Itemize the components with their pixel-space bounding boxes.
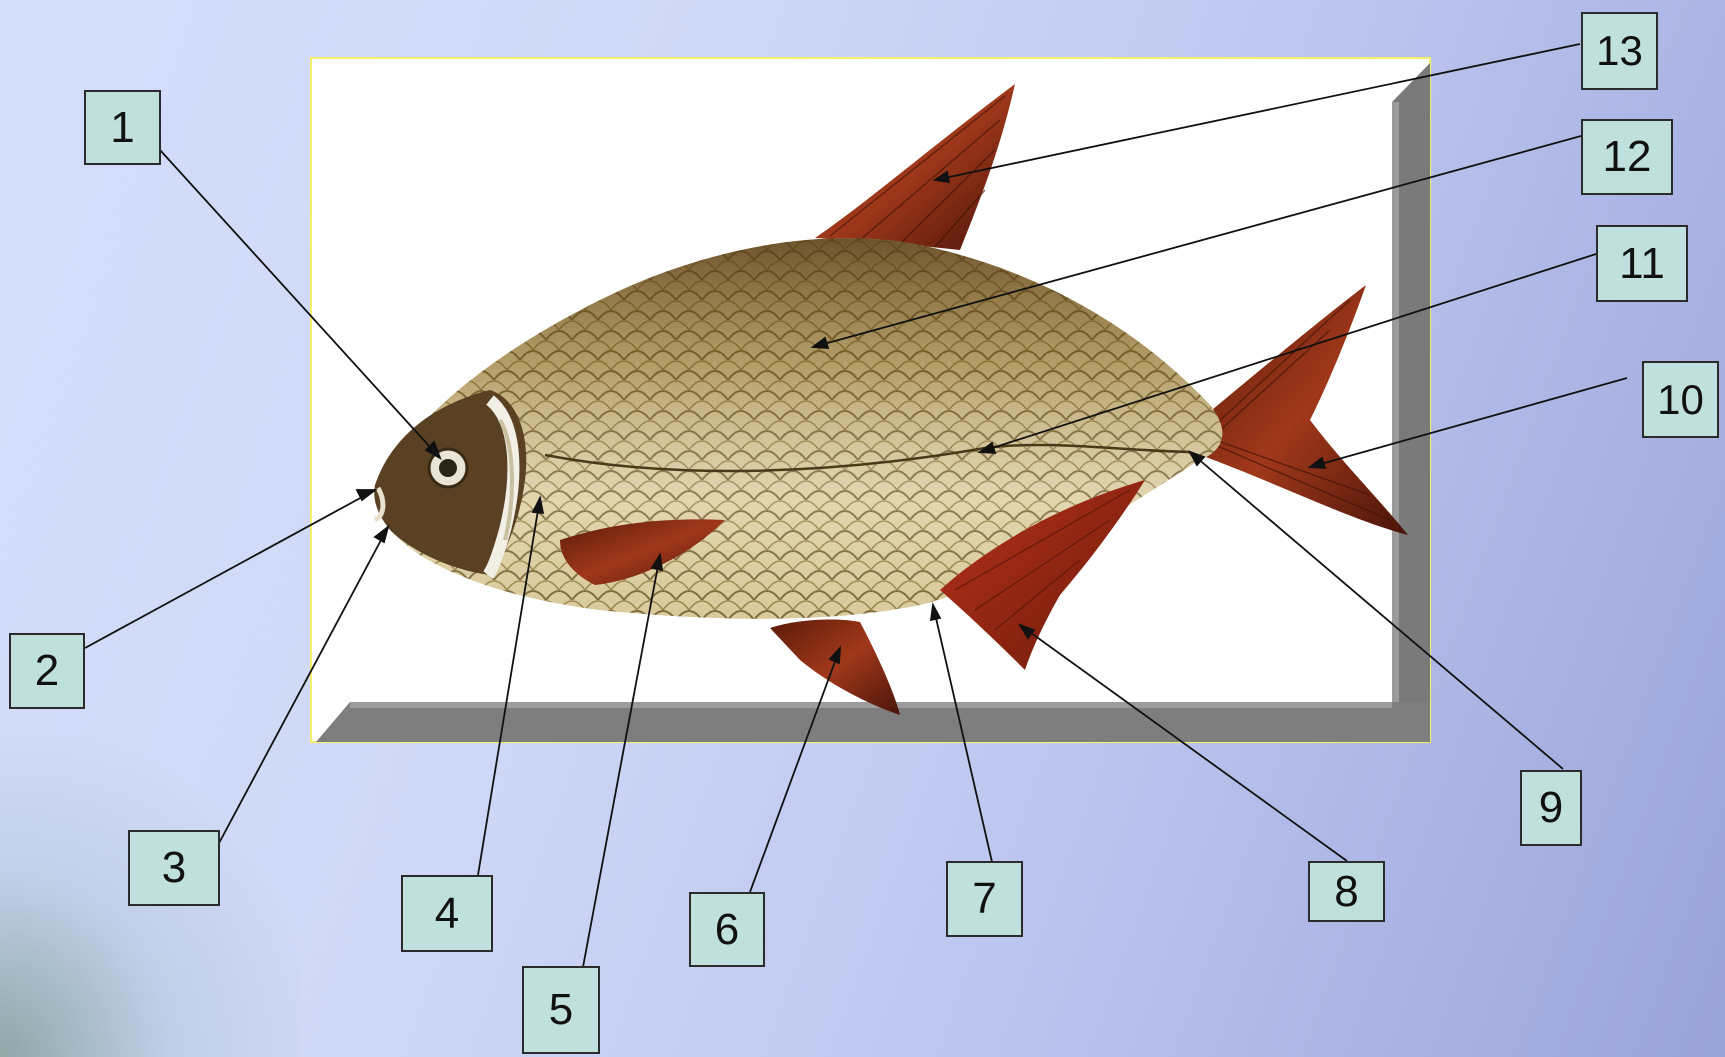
label-2: 2 (9, 633, 85, 709)
label-12: 12 (1581, 119, 1673, 195)
label-3: 3 (128, 830, 220, 906)
label-8: 8 (1308, 861, 1385, 922)
label-11: 11 (1596, 225, 1688, 302)
pectoral-fin (560, 519, 725, 585)
label-4: 4 (401, 875, 493, 952)
label-6: 6 (689, 892, 765, 967)
label-10: 10 (1642, 361, 1719, 438)
label-7: 7 (946, 861, 1023, 937)
dorsal-fin (815, 84, 1015, 250)
leader-lines (84, 43, 1628, 968)
fish-mouth (373, 486, 386, 523)
lateral-line (544, 443, 1191, 473)
label-5: 5 (522, 966, 600, 1054)
label-9: 9 (1520, 770, 1582, 846)
caudal-fin (1200, 285, 1408, 535)
label-1: 1 (84, 90, 161, 165)
anal-fin (940, 480, 1145, 670)
label-13: 13 (1581, 12, 1658, 90)
pelvic-fin (770, 619, 900, 715)
